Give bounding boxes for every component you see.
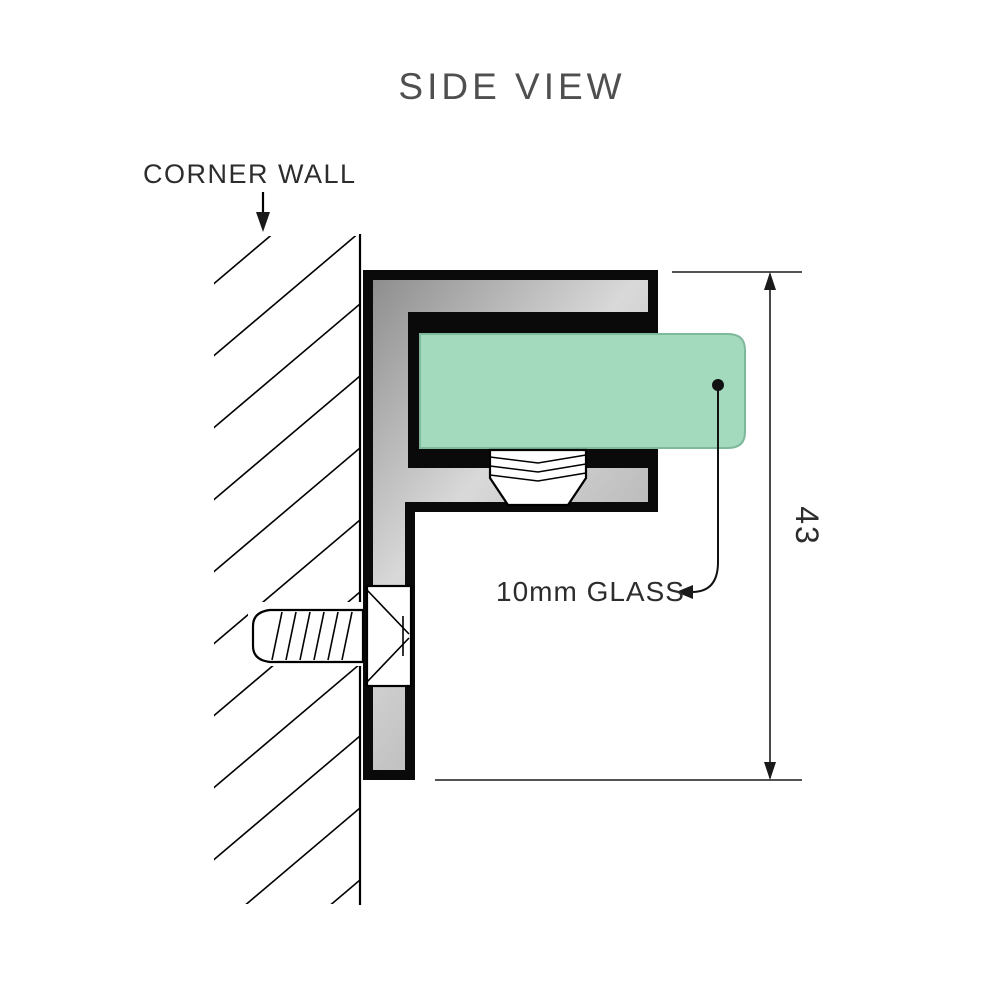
dimension-arrow-up	[764, 272, 776, 290]
dimension-43: 43	[435, 271, 825, 781]
corner-wall-callout: CORNER WALL	[143, 159, 357, 232]
dimension-arrow-down	[764, 762, 776, 780]
corner-wall-arrow	[256, 212, 270, 232]
diagram-title: SIDE VIEW	[398, 66, 625, 107]
corner-wall-label: CORNER WALL	[143, 159, 357, 189]
screw-thread	[251, 608, 365, 664]
glass-leader-arrow	[676, 585, 693, 599]
grub-screw	[488, 448, 588, 507]
screw-head	[365, 584, 413, 688]
glass-leader-dot	[712, 379, 724, 391]
glass-panel	[419, 333, 746, 449]
dimension-label: 43	[789, 506, 825, 546]
glass-leader-line	[691, 390, 719, 593]
glass-label: 10mm GLASS	[496, 576, 685, 607]
wall-hatching	[214, 236, 360, 904]
glass-callout: 10mm GLASS	[496, 379, 724, 607]
bracket-body	[373, 280, 648, 770]
